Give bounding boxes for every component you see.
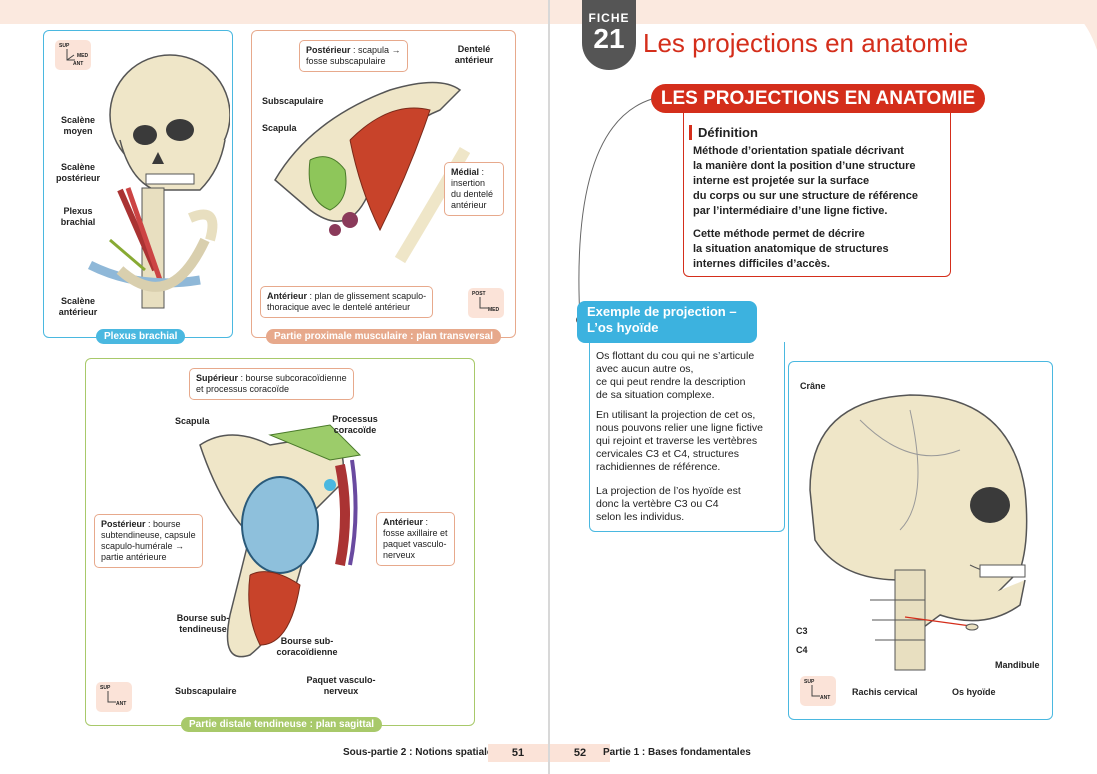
connector-curve bbox=[576, 98, 653, 324]
label-bourse-subcoracoidienne: Bourse sub- coracoïdienne bbox=[276, 636, 338, 657]
caption-partie-distale: Partie distale tendineuse : plan sagitta… bbox=[181, 717, 383, 732]
scapula-transverse-illustration bbox=[274, 81, 470, 264]
note-proximal-anterieur: Antérieur : plan de glissement scapulo- … bbox=[260, 286, 434, 318]
example-paragraph-1: Os flottant du cou qui ne s’articule ave… bbox=[596, 350, 755, 401]
note-distal-superieur: Supérieur : bourse subcoracoïdienne et p… bbox=[189, 368, 354, 400]
label-processus-coracoide: Processus coracoïde bbox=[332, 414, 378, 435]
label-os-hyoide: Os hyoïde bbox=[952, 687, 996, 697]
label-scapula-distal: Scapula bbox=[175, 416, 210, 426]
label-c4: C4 bbox=[796, 645, 808, 655]
fiche-badge: FICHE 21 bbox=[582, 0, 636, 70]
fiche-number: 21 bbox=[593, 23, 625, 54]
label-c3: C3 bbox=[796, 626, 808, 636]
example-paragraph-3: La projection de l’os hyoïde est donc la… bbox=[596, 485, 741, 523]
label-scalene-posterieur: Scalène postérieur bbox=[55, 162, 100, 183]
note-distal-anterieur: Antérieur : fosse axillaire et paquet va… bbox=[376, 512, 455, 566]
orientation-icon-distal: SUP ANT bbox=[96, 682, 132, 712]
note-proximal-medial: Médial : insertion du dentelé antérieur bbox=[444, 162, 504, 216]
example-heading: Exemple de projection – L’os hyoïde bbox=[577, 301, 757, 343]
label-bourse-subtendineuse: Bourse sub- tendineuse bbox=[176, 613, 230, 634]
right-top-band bbox=[550, 0, 1097, 24]
label-paquet-vasculo-nerveux: Paquet vasculo- nerveux bbox=[306, 675, 376, 696]
skull-lateral-illustration bbox=[809, 394, 1028, 671]
shoulder-sagittal-illustration bbox=[199, 424, 362, 658]
label-scalene-moyen: Scalène moyen bbox=[60, 115, 96, 136]
left-top-band bbox=[0, 0, 548, 24]
label-plexus-brachial: Plexus brachial bbox=[60, 206, 96, 227]
orientation-icon-skull: SUP ANT bbox=[800, 676, 836, 706]
page-title: Les projections en anatomie bbox=[643, 28, 969, 58]
definition-paragraph-2: Cette méthode permet de décrire la situa… bbox=[693, 228, 889, 270]
label-crane: Crâne bbox=[800, 381, 826, 391]
right-page-number: 52 bbox=[550, 744, 610, 762]
fiche-label: FICHE bbox=[588, 11, 630, 25]
caption-partie-proximale: Partie proximale musculaire : plan trans… bbox=[266, 329, 501, 344]
label-scapula-proximal: Scapula bbox=[262, 123, 297, 133]
orientation-icon-proximal: POST MED bbox=[468, 288, 504, 318]
label-rachis-cervical: Rachis cervical bbox=[852, 687, 918, 697]
section-banner: LES PROJECTIONS EN ANATOMIE bbox=[651, 84, 985, 113]
definition-heading: Définition bbox=[689, 125, 758, 140]
example-paragraph-2: En utilisant la projection de cet os, no… bbox=[596, 409, 763, 473]
orientation-icon-plexus: SUP MED ANT bbox=[55, 40, 91, 70]
skull-neck-illustration bbox=[87, 54, 230, 309]
left-footer-section: Sous-partie 2 : Notions spatiales bbox=[343, 747, 499, 758]
label-subscapulaire-distal: Subscapulaire bbox=[175, 686, 237, 696]
label-mandibule: Mandibule bbox=[995, 660, 1040, 670]
note-proximal-posterieur: Postérieur : scapula → fosse subscapulai… bbox=[299, 40, 408, 72]
example-box: Os flottant du cou qui ne s’articule ave… bbox=[589, 342, 785, 532]
definition-paragraph-1: Méthode d’orientation spatiale décrivant… bbox=[693, 145, 918, 217]
definition-box: Définition Méthode d’orientation spatial… bbox=[683, 113, 951, 277]
label-subscapulaire-proximal: Subscapulaire bbox=[262, 96, 324, 106]
right-top-curve bbox=[1040, 0, 1097, 50]
caption-plexus-brachial: Plexus brachial bbox=[96, 329, 186, 344]
left-page-number: 51 bbox=[488, 744, 548, 762]
right-footer-section: Partie 1 : Bases fondamentales bbox=[603, 747, 751, 758]
book-gutter bbox=[548, 0, 550, 774]
note-distal-posterieur: Postérieur : bourse subtendineuse, capsu… bbox=[94, 514, 203, 568]
label-scalene-anterieur: Scalène antérieur bbox=[58, 296, 98, 317]
label-dentele-anterieur: Dentelé antérieur bbox=[454, 44, 494, 65]
